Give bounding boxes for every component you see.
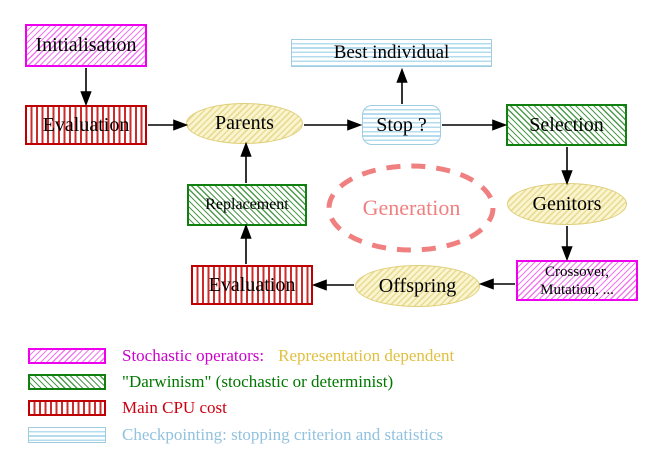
legend-text-darwinism: "Darwinism" (stochastic or determinist) [122,372,393,392]
arrow-replacement-to-parents [240,141,252,183]
node-replacement: Replacement [187,184,307,226]
legend-text-stochastic-operators: Stochastic operators: Representation depe… [122,346,454,366]
node-parents-label: Parents [215,112,274,134]
legend-swatch-magenta-hatch [28,348,106,364]
arrow-offspring-to-evaluation [311,279,354,291]
legend-item-main-cpu-cost: Main CPU cost [28,398,227,418]
legend-swatch-cyan-stripes [28,427,106,443]
node-mutation-label: Mutation, ... [540,281,614,298]
node-initialisation-label: Initialisation [35,34,137,56]
arrow-evaluation-to-replacement [240,223,252,264]
node-best-individual: Best individual [291,39,492,67]
legend-label-checkpointing: Checkpointing: stopping criterion and st… [122,425,444,444]
legend-item-stochastic-operators: Stochastic operators: Representation depe… [28,346,454,366]
node-initialisation: Initialisation [25,24,147,67]
node-evaluation-top: Evaluation [25,105,147,145]
legend-item-darwinism: "Darwinism" (stochastic or determinist) [28,372,393,392]
node-generation: Generation [328,166,495,250]
node-offspring: Offspring [355,265,480,307]
arrow-stop-to-best-individual [396,67,408,104]
node-crossover-mutation: Crossover, Mutation, ... [516,260,638,301]
node-genitors-label: Genitors [532,192,602,215]
node-stop: Stop ? [362,105,441,145]
legend-text-main-cpu-cost: Main CPU cost [122,398,227,418]
node-best-individual-label: Best individual [333,42,450,63]
legend-label-darwinism: "Darwinism" (stochastic or determinist) [122,372,394,391]
legend-swatch-red-stripes [28,400,106,416]
node-crossover-label: Crossover, [545,263,609,280]
legend-text-checkpointing: Checkpointing: stopping criterion and st… [122,425,443,445]
legend-label-stochastic-operators: Stochastic operators: [122,346,265,365]
legend-label-main-cpu-cost: Main CPU cost [122,398,227,417]
node-generation-label: Generation [362,195,461,220]
node-evaluation-top-label: Evaluation [42,113,130,136]
node-selection: Selection [506,104,627,146]
legend-label-representation-dependent: Representation dependent [278,346,455,365]
node-selection-label: Selection [529,113,604,136]
arrow-selection-to-genitors [561,147,573,186]
node-evaluation-bottom-label: Evaluation [208,273,296,296]
node-evaluation-bottom: Evaluation [191,265,313,305]
arrow-parents-to-stop [304,119,363,131]
legend-swatch-green-hatch [28,374,106,390]
arrow-crossover-to-offspring [478,278,515,290]
legend-item-checkpointing: Checkpointing: stopping criterion and st… [28,425,443,445]
node-offspring-label: Offspring [378,274,457,297]
node-parents: Parents [186,103,303,144]
node-replacement-label: Replacement [205,196,289,213]
arrow-stop-to-selection [442,119,508,131]
node-stop-label: Stop ? [376,113,427,136]
node-genitors: Genitors [507,183,627,225]
arrow-evaluation-to-parents [148,119,189,131]
arrow-initialisation-to-evaluation [80,68,92,107]
arrow-genitors-to-crossover [561,226,573,262]
